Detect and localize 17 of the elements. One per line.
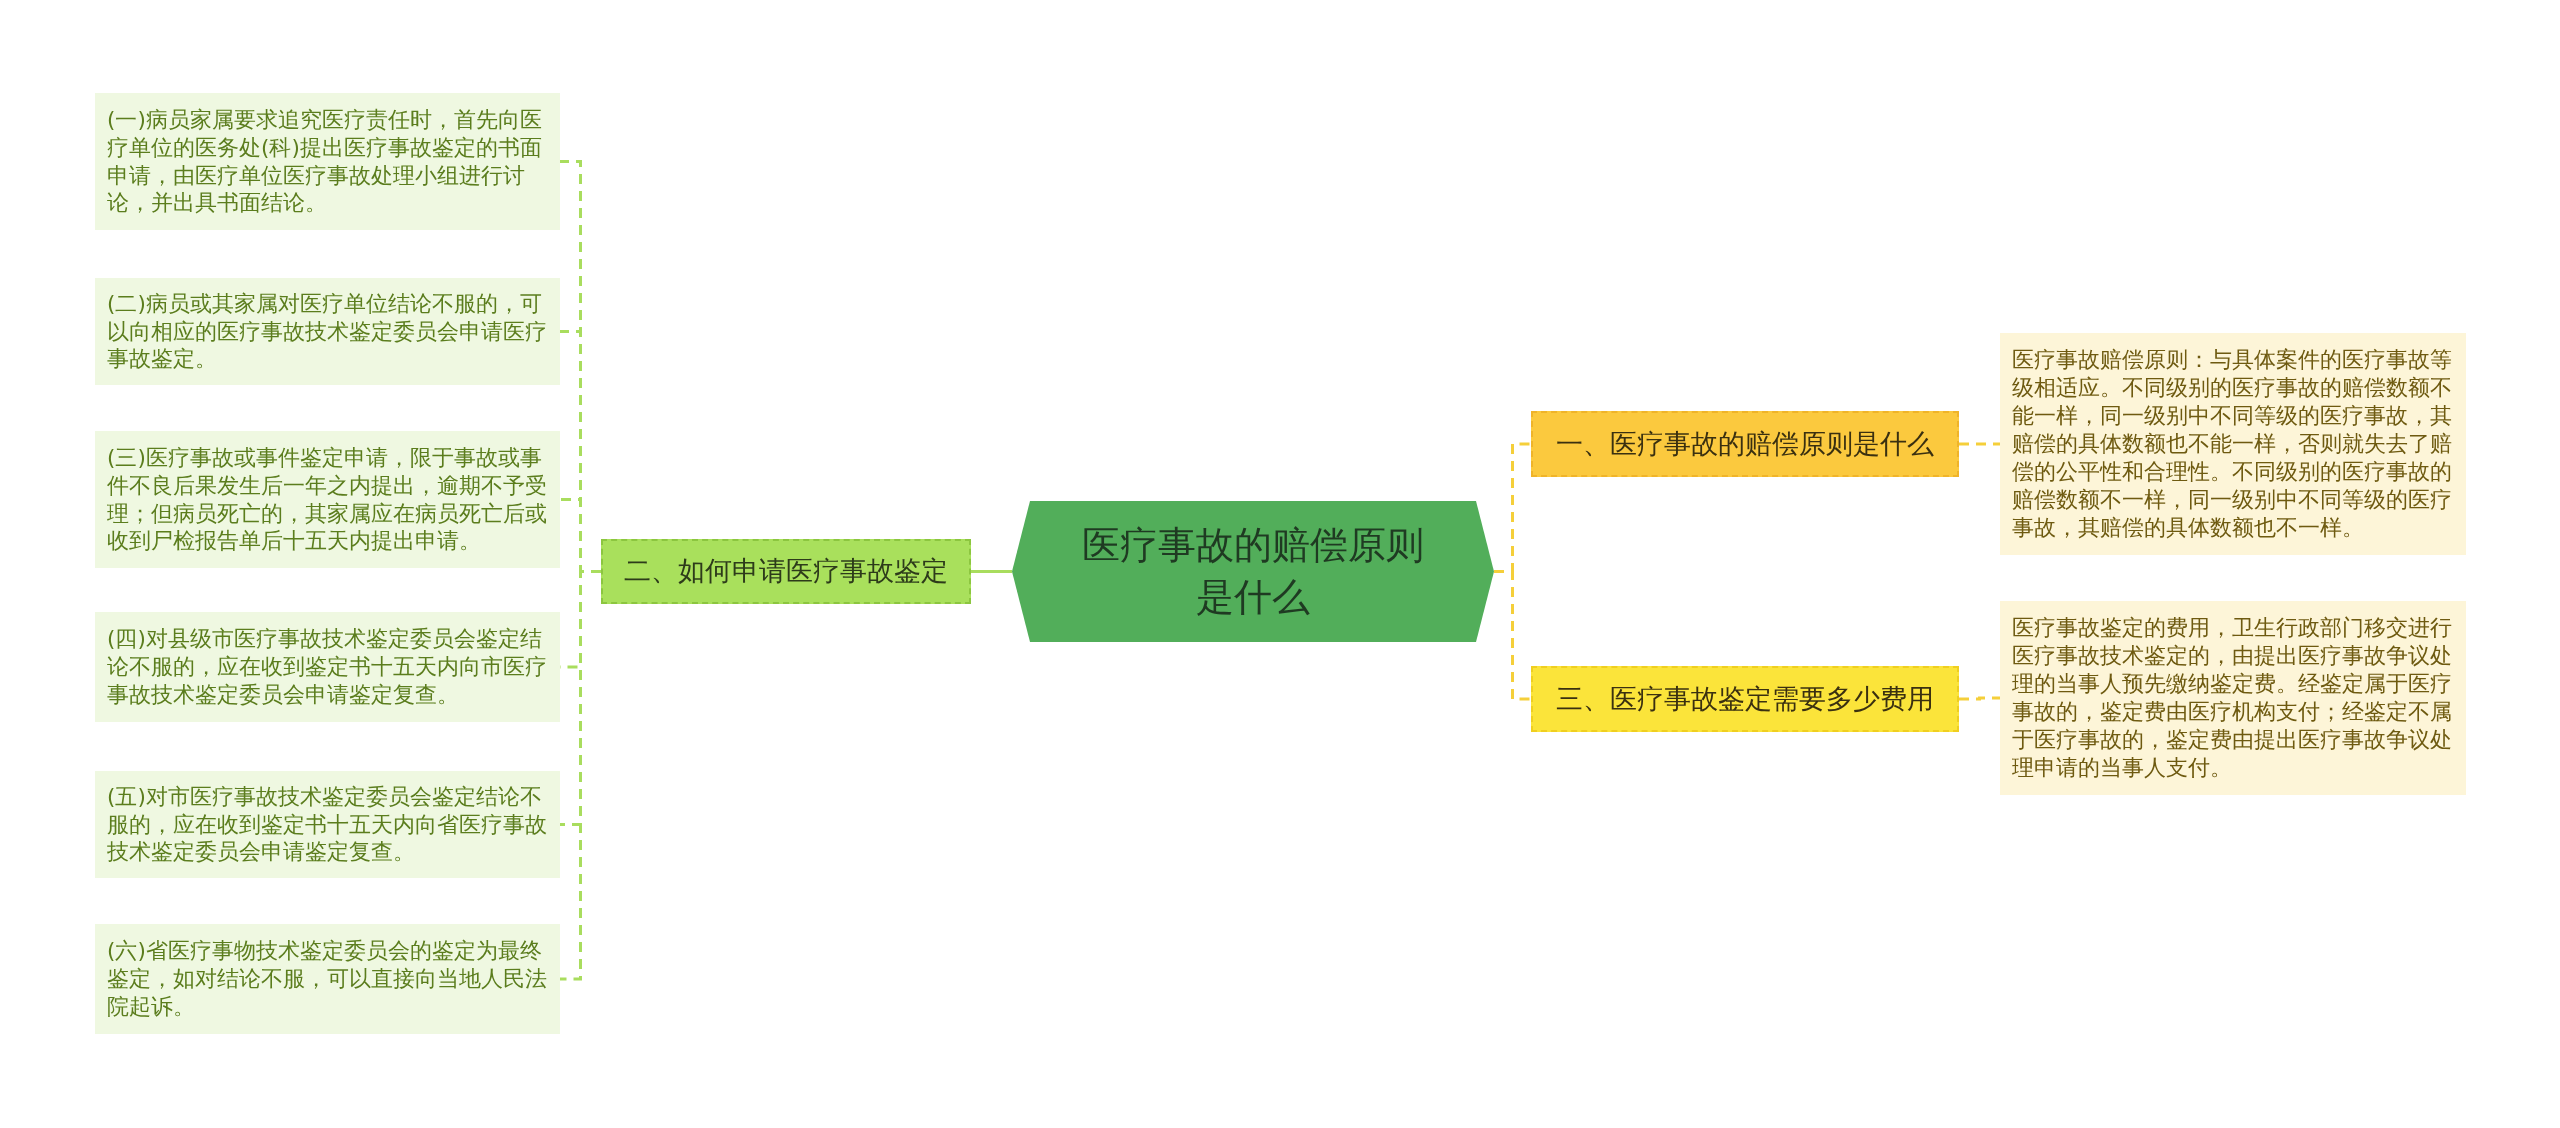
note-box: (三)医疗事故或事件鉴定申请，限于事故或事件不良后果发生后一年之内提出，逾期不予受理；但病员死亡的，其家属应在病员死亡后或收到尸检报告单后十五天内提出申请。 <box>95 431 560 568</box>
note-box: 医疗事故鉴定的费用，卫生行政部门移交进行医疗事故技术鉴定的，由提出医疗事故争议处理的当事人预先缴纳鉴定费。经鉴定属于医疗事故的，鉴定费由医疗机构支付；经鉴定不属于医疗事故的，鉴定费由提出医疗事故争议处理申请的当事人支付。 <box>2000 601 2466 795</box>
connector <box>560 570 601 981</box>
branch-box: 三、医疗事故鉴定需要多少费用 <box>1531 666 1959 732</box>
branch-box: 二、如何申请医疗事故鉴定 <box>601 539 971 604</box>
connector <box>1494 570 1531 701</box>
branch-box: 一、医疗事故的赔偿原则是什么 <box>1531 411 1959 477</box>
connector <box>1959 696 2000 701</box>
note-box: (四)对县级市医疗事故技术鉴定委员会鉴定结论不服的，应在收到鉴定书十五天内向市医疗事故技术鉴定委员会申请鉴定复查。 <box>95 612 560 722</box>
connector <box>1959 442 2000 446</box>
note-box: (六)省医疗事物技术鉴定委员会的鉴定为最终鉴定，如对结论不服，可以直接向当地人民法院起诉。 <box>95 924 560 1034</box>
topic-hexagon: 医疗事故的赔偿原则是什么 <box>1012 501 1494 642</box>
note-box: (二)病员或其家属对医疗单位结论不服的，可以向相应的医疗事故技术鉴定委员会申请医疗事故鉴定。 <box>95 278 560 385</box>
note-box: 医疗事故赔偿原则：与具体案件的医疗事故等级相适应。不同级别的医疗事故的赔偿数额不能一样，同一级别中不同等级的医疗事故，其赔偿的具体数额也不能一样，否则就失去了赔偿的公平性和合理性。不同级别的医疗事故的赔偿数额不一样，同一级别中不同等级的医疗事故，其赔偿的具体数额也不一样。 <box>2000 333 2466 555</box>
note-box: (一)病员家属要求追究医疗责任时，首先向医疗单位的医务处(科)提出医疗事故鉴定的书面申请，由医疗单位医疗事故处理小组进行讨论，并出具书面结论。 <box>95 93 560 230</box>
connector <box>971 570 1012 573</box>
note-box: (五)对市医疗事故技术鉴定委员会鉴定结论不服的，应在收到鉴定书十五天内向省医疗事故技术鉴定委员会申请鉴定复查。 <box>95 771 560 878</box>
